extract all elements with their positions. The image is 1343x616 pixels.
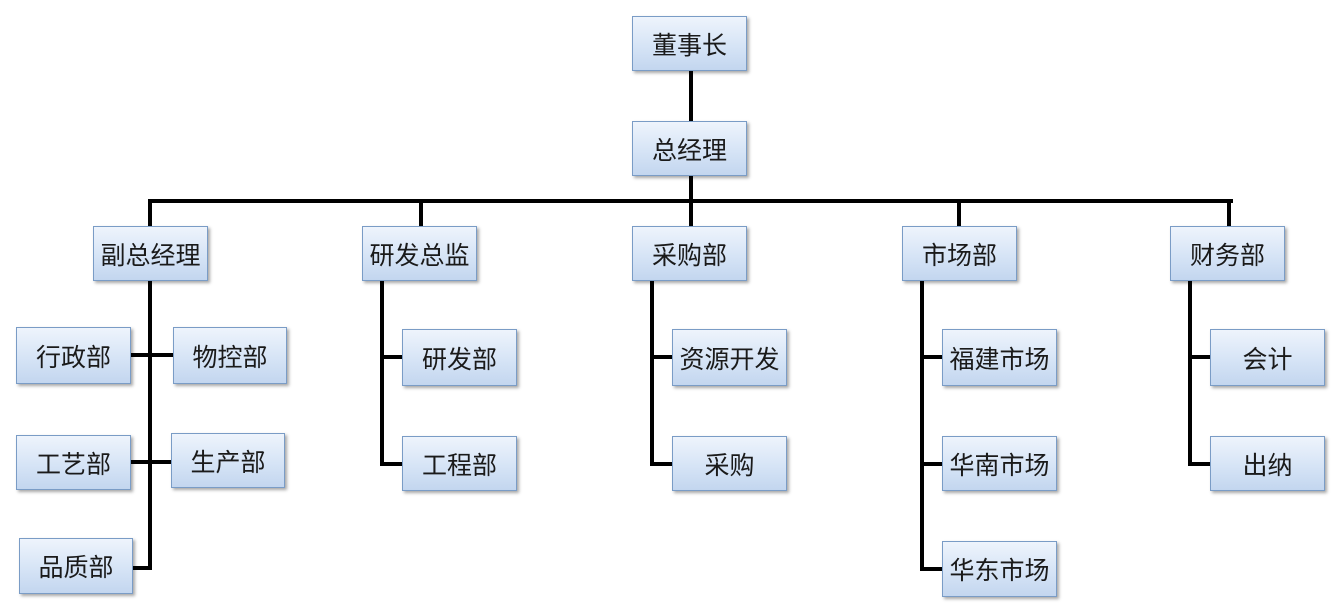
node-fujian-market: 福建市场 — [942, 329, 1057, 386]
connector-vp-row1 — [131, 353, 173, 357]
node-procurement: 采购 — [672, 436, 787, 491]
connector-vp-row2 — [131, 460, 171, 464]
connector-market-row1 — [920, 355, 942, 359]
connector-purchase-trunk — [650, 281, 654, 466]
connector-vp-trunk — [148, 281, 152, 570]
node-finance-dept: 财务部 — [1170, 226, 1285, 281]
node-engineering-dept: 工程部 — [402, 436, 517, 491]
node-marketing-dept: 市场部 — [902, 226, 1017, 281]
connector-finance-trunk — [1188, 281, 1192, 466]
connector-market-trunk — [920, 281, 924, 571]
connector-market-row2 — [920, 462, 942, 466]
connector-finance-row2 — [1188, 462, 1210, 466]
node-admin-dept: 行政部 — [16, 327, 131, 384]
node-production-dept: 生产部 — [171, 433, 285, 488]
node-general-manager: 总经理 — [632, 121, 747, 176]
node-process-dept: 工艺部 — [16, 435, 131, 490]
connector-rd-row2 — [380, 462, 402, 466]
node-material-control-dept: 物控部 — [173, 327, 287, 384]
node-rd-dept: 研发部 — [402, 329, 517, 386]
connector-purchase-row2 — [650, 462, 672, 466]
connector-bus-market — [957, 199, 961, 226]
node-purchasing-dept: 采购部 — [632, 226, 747, 281]
connector-gm-bus — [689, 176, 693, 201]
connector-purchase-row1 — [650, 355, 672, 359]
connector-vp-row3 — [133, 566, 152, 570]
connector-bus-purchase — [689, 199, 693, 226]
connector-rd-trunk — [380, 281, 384, 466]
node-resource-development: 资源开发 — [672, 329, 787, 386]
connector-market-row3 — [920, 567, 942, 571]
node-east-china-market: 华东市场 — [942, 541, 1057, 597]
connector-rd-row1 — [380, 355, 402, 359]
connector-chairman-gm — [689, 71, 693, 121]
connector-bus-finance — [1227, 199, 1231, 226]
node-chairman: 董事长 — [632, 16, 747, 71]
connector-finance-row1 — [1188, 355, 1210, 359]
node-vice-general-manager: 副总经理 — [93, 226, 208, 281]
node-accounting: 会计 — [1210, 329, 1325, 386]
connector-bus-vp — [148, 199, 152, 226]
node-south-china-market: 华南市场 — [942, 436, 1057, 491]
connector-bus-rd — [419, 199, 423, 226]
node-quality-dept: 品质部 — [19, 538, 133, 594]
node-rd-director: 研发总监 — [362, 226, 477, 281]
node-cashier: 出纳 — [1210, 436, 1325, 491]
